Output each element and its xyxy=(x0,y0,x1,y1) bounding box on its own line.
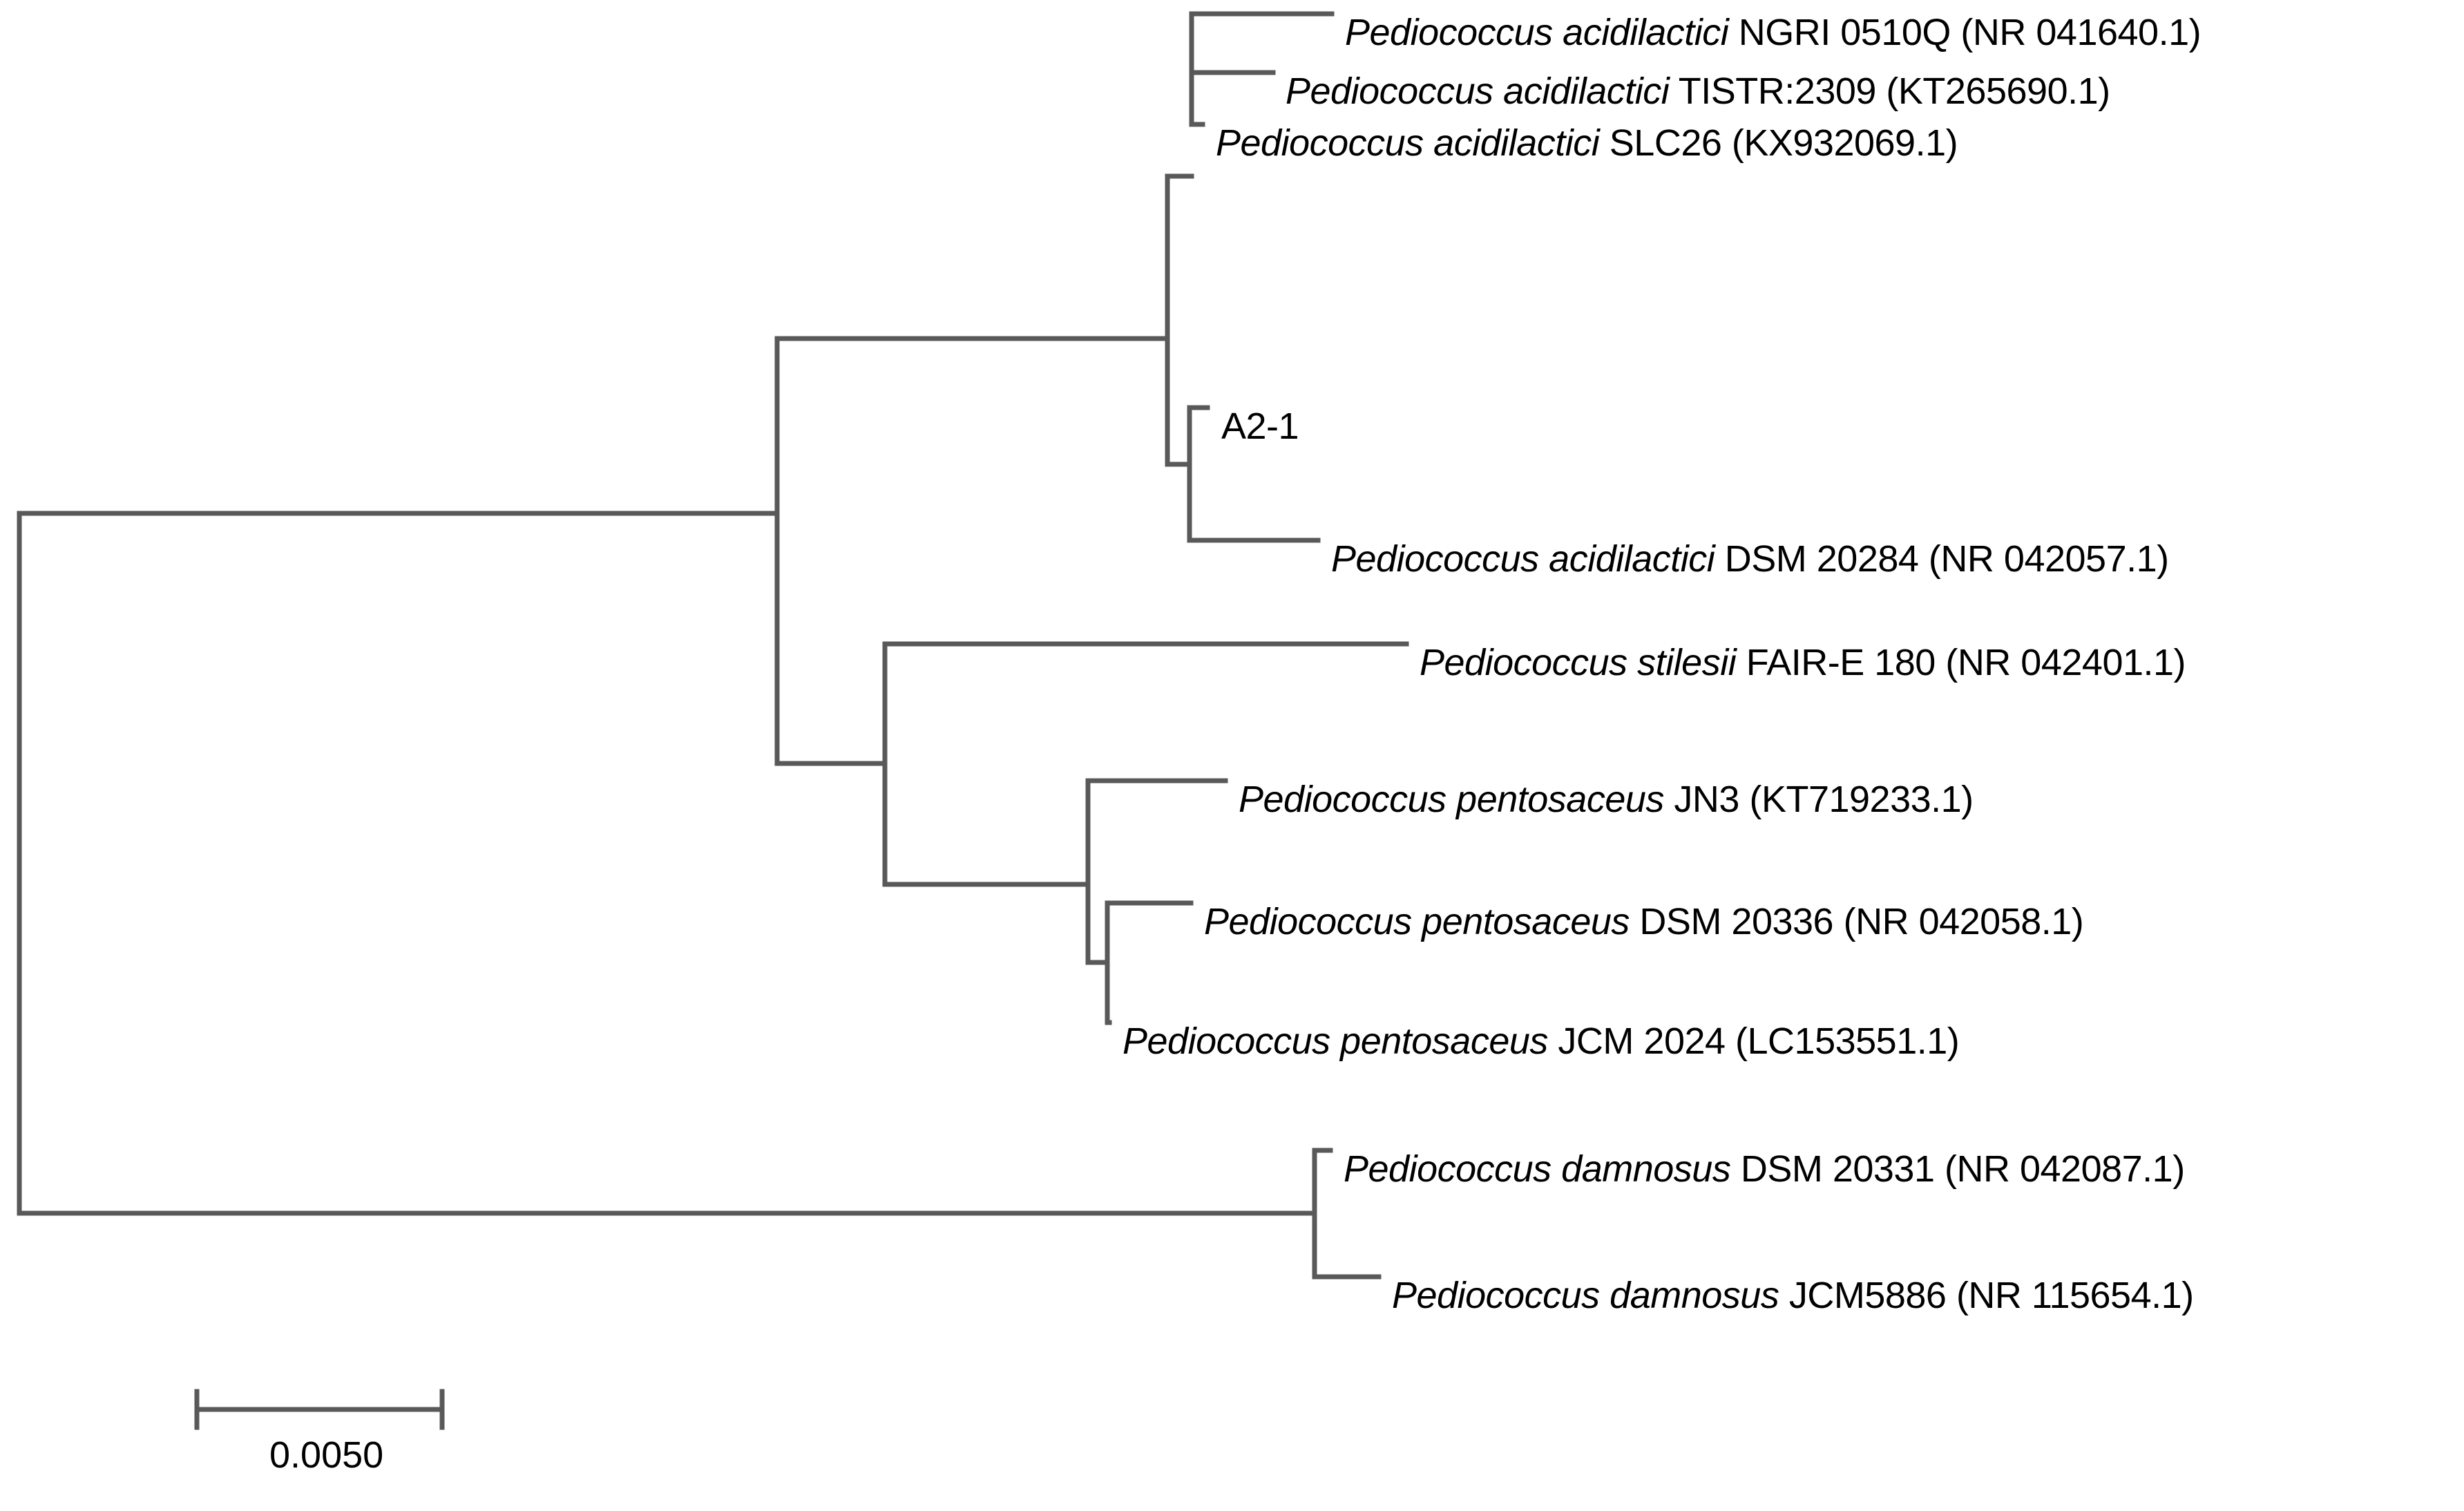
species-name: Pediococcus pentosaceus xyxy=(1239,779,1664,820)
leaf-label-p-acidilactici-tistr-2309: Pediococcus acidilactici TISTR:2309 (KT2… xyxy=(1286,73,2110,110)
leaf-label-p-pentosaceus-jcm-2024: Pediococcus pentosaceus JCM 2024 (LC1535… xyxy=(1123,1020,1960,1062)
strain-accession: JN3 (KT719233.1) xyxy=(1663,779,1974,820)
strain-accession: FAIR-E 180 (NR 042401.1) xyxy=(1736,642,2186,683)
species-name: Pediococcus damnosus xyxy=(1392,1275,1779,1316)
strain-accession: A2-1 xyxy=(1221,406,1299,447)
species-name: Pediococcus acidilactici xyxy=(1286,70,1670,112)
species-name: Pediococcus pentosaceus xyxy=(1204,901,1630,942)
leaf-label-p-acidilactici-ngri-0510q: Pediococcus acidilactici NGRI 0510Q (NR … xyxy=(1345,12,2202,53)
strain-accession: DSM 20336 (NR 042058.1) xyxy=(1629,901,2084,942)
species-name: Pediococcus stilesii xyxy=(1420,642,1737,683)
leaf-label-p-pentosaceus-jn3: Pediococcus pentosaceus JN3 (KT719233.1) xyxy=(1239,781,1974,818)
leaf-label-p-damnosus-jcm5886: Pediococcus damnosus JCM5886 (NR 115654.… xyxy=(1392,1277,2194,1314)
leaf-label-p-pentosaceus-dsm-20336: Pediococcus pentosaceus DSM 20336 (NR 04… xyxy=(1204,901,2084,942)
species-name: Pediococcus pentosaceus xyxy=(1123,1020,1548,1062)
leaf-label-p-acidilactici-dsm-20284: Pediococcus acidilactici DSM 20284 (NR 0… xyxy=(1331,540,2169,578)
strain-accession: JCM 2024 (LC153551.1) xyxy=(1547,1020,1960,1062)
strain-accession: NGRI 0510Q (NR 041640.1) xyxy=(1728,12,2202,53)
species-name: Pediococcus acidilactici xyxy=(1345,12,1729,53)
species-name: Pediococcus acidilactici xyxy=(1216,122,1600,164)
species-name: Pediococcus acidilactici xyxy=(1331,538,1715,580)
species-name: Pediococcus damnosus xyxy=(1344,1148,1731,1190)
leaf-label-a2-1: A2-1 xyxy=(1221,408,1299,445)
strain-accession: JCM5886 (NR 115654.1) xyxy=(1779,1275,2194,1316)
scale-bar-label: 0.0050 xyxy=(269,1434,384,1476)
strain-accession: SLC26 (KX932069.1) xyxy=(1599,122,1958,164)
leaf-label-p-stilesii-fair-e-180: Pediococcus stilesii FAIR-E 180 (NR 0424… xyxy=(1420,644,2186,681)
strain-accession: TISTR:2309 (KT265690.1) xyxy=(1669,70,2110,112)
strain-accession: DSM 20331 (NR 042087.1) xyxy=(1730,1148,2185,1190)
leaf-label-p-damnosus-dsm-20331: Pediococcus damnosus DSM 20331 (NR 04208… xyxy=(1344,1150,2185,1188)
leaf-label-p-acidilactici-slc26: Pediococcus acidilactici SLC26 (KX932069… xyxy=(1216,124,1958,162)
strain-accession: DSM 20284 (NR 042057.1) xyxy=(1715,538,2169,580)
